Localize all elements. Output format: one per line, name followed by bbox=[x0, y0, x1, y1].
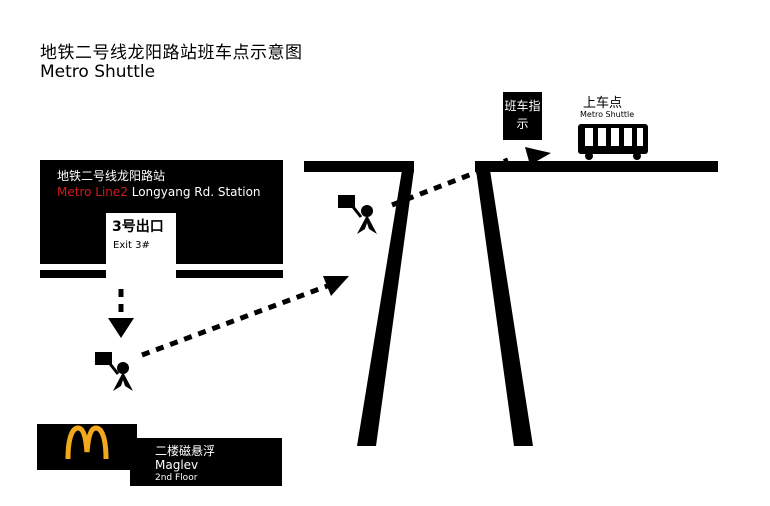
road-structure bbox=[304, 161, 718, 446]
mcdonalds-logo-icon bbox=[65, 425, 109, 460]
shuttle-direction-sign bbox=[503, 92, 542, 140]
shuttle-stop-label-cn: 上车点 bbox=[583, 96, 623, 111]
station-name-en-text: Longyang Rd. Station bbox=[127, 185, 261, 199]
shuttle-stop-label-en: Metro Shuttle bbox=[580, 110, 635, 119]
exit-label-en: Exit 3# bbox=[113, 240, 150, 251]
dashed-arrow-icon bbox=[118, 157, 509, 358]
maglev-label-en: Maglev bbox=[155, 458, 199, 472]
shuttle-bus-icon bbox=[578, 124, 648, 160]
maglev-label-cn: 二楼磁悬浮 bbox=[155, 444, 216, 458]
station-name-en: Metro Line2 Longyang Rd. Station bbox=[57, 185, 261, 199]
ground-line-left bbox=[40, 270, 106, 278]
maglev-sign bbox=[130, 438, 282, 486]
person-with-sign-icon bbox=[338, 195, 377, 234]
person-with-sign-icon bbox=[95, 352, 133, 391]
shuttle-sign-text: 班车指示 bbox=[504, 99, 541, 131]
exit-label-cn: 3号出口 bbox=[112, 219, 164, 235]
exit-opening bbox=[106, 213, 176, 273]
station-name-cn: 地铁二号线龙阳路站 bbox=[57, 169, 166, 183]
page-title-cn: 地铁二号线龙阳路站班车点示意图 bbox=[40, 43, 303, 63]
page-title-en: Metro Shuttle bbox=[40, 62, 156, 82]
maglev-floor-label: 2nd Floor bbox=[155, 473, 198, 483]
ground-line-right bbox=[176, 270, 283, 278]
metro-line-label: Metro Line2 bbox=[57, 185, 128, 199]
arrow-heads bbox=[108, 147, 551, 338]
